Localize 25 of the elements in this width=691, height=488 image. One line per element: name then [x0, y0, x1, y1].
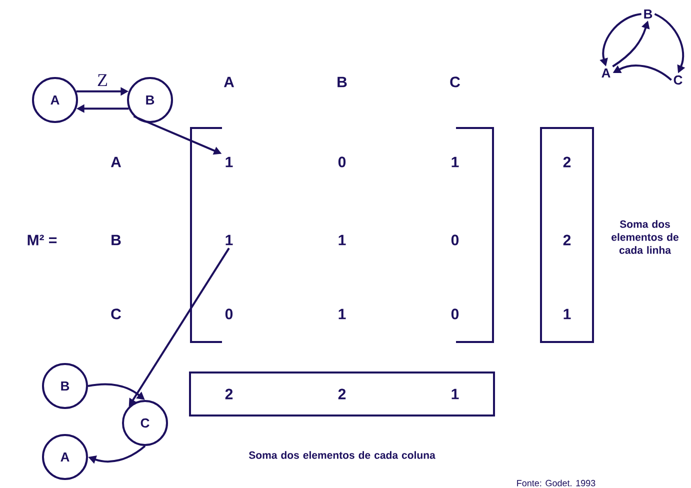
column-sum-box: 2 2 1 [189, 372, 495, 416]
matrix-cell: 1 [226, 234, 233, 246]
edge-label: Z [98, 74, 107, 86]
row-sum-box: 2 2 1 [540, 127, 594, 343]
matrix-label: 0 [225, 308, 233, 320]
source-text: Fonte: Godet. 1993 [517, 480, 596, 486]
matrix-label: 1 [452, 156, 459, 168]
node-letter: C [674, 75, 682, 85]
note-text: Soma dos elementos de cada linha [612, 220, 678, 254]
matrix-label: 1 [338, 234, 346, 246]
matrix-label: C [450, 76, 460, 88]
matrix-cell: 1 [226, 156, 233, 168]
matrix-label: 0 [451, 308, 459, 320]
matrix-label: B [338, 76, 347, 88]
matrix-label: 0 [338, 156, 346, 168]
node-letter: A [602, 68, 610, 78]
matrix-label: M² = [28, 234, 57, 246]
matrix-label: 0 [451, 234, 459, 246]
matrix-label: B [112, 234, 121, 246]
matrix-label: A [110, 156, 122, 168]
matrix-label: A [224, 76, 234, 88]
node-letter: B [644, 10, 652, 18]
matrix-label: C [111, 308, 121, 320]
matrix-label: 1 [338, 308, 346, 320]
note-text: Soma dos elementos de cada coluna [248, 451, 436, 459]
